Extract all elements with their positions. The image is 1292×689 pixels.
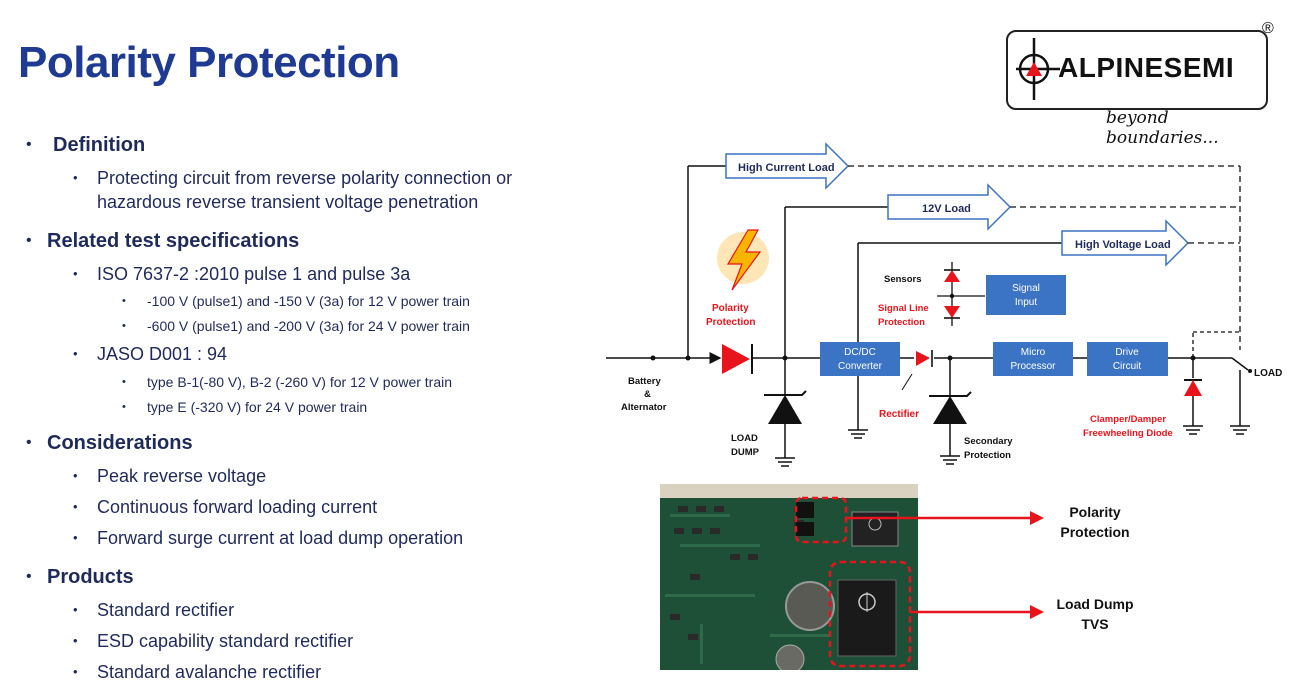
callout-line: Load Dump [1056,596,1134,612]
polarity-protection-label: Polarity [712,303,749,314]
battery-label-amp: & [644,389,651,400]
dcdc-box [820,342,900,376]
signal-input-label: Signal [1012,283,1040,294]
sensors-label: Sensors [884,274,922,285]
load-dump-tvs-icon [764,358,807,445]
product-item: Standard avalanche rectifier [97,662,322,682]
high-voltage-load-arrow [1061,219,1190,267]
bullet-dot: • [73,170,78,185]
bullet-dot: • [73,602,78,617]
high-current-load-label: High Current Load [738,162,835,174]
bullet-dot: • [26,232,32,249]
drive-circuit-box [1087,342,1168,376]
definition-text: Protecting circuit from reverse polarity… [97,168,513,188]
section-heading-products: Products [47,566,134,588]
callout-line: TVS [1081,616,1109,632]
secondary-protection-label: Secondary [964,436,1013,447]
load-dump-label: LOAD [731,433,758,444]
polarity-protection-label-line2: Protection [706,317,755,328]
clamper-diode-icon [1184,358,1202,396]
high-voltage-load-label: High Voltage Load [1075,239,1171,251]
bullet-dot: • [73,346,78,361]
registered-mark: ® [1262,20,1274,37]
pcb-photo [660,484,918,670]
diode-logo-icon [1016,38,1060,100]
12v-load-arrow [887,183,1012,231]
bullet-dot: • [73,499,78,514]
drive-circuit-label: Drive [1115,347,1139,358]
page-title: Polarity Protection [18,38,400,87]
circuit-diagram: High Current Load 12V Load High Voltage … [606,142,1282,467]
load-dump-label-line2: DUMP [731,447,760,458]
clamper-label-line2: Freewheeling Diode [1083,428,1173,439]
rectifier-diode-icon [916,350,933,367]
consideration-item: Continuous forward loading current [97,497,378,517]
bullet-dot: • [26,568,32,585]
signal-line-tvs-icon [944,269,960,319]
logo-frame: ALPINESEMI [1006,30,1268,110]
signal-line-protection-label: Signal Line [878,303,929,314]
bullet-dot: • [73,664,78,679]
spec-iso: ISO 7637-2 :2010 pulse 1 and pulse 3a [97,264,411,284]
bullet-dot: • [73,633,78,648]
callout-line: Protection [1060,524,1130,540]
signal-line-protection-label-line2: Protection [878,317,925,328]
clamper-label: Clamper/Damper [1090,414,1166,425]
consideration-item: Peak reverse voltage [97,466,267,486]
spec-jaso-sub-2: type E (-320 V) for 24 V power train [147,399,368,415]
micro-processor-box [993,342,1073,376]
callout-line: Polarity [1069,504,1121,520]
bullet-dot: • [122,320,126,332]
micro-processor-label: Micro [1021,347,1046,358]
consideration-item: Forward surge current at load dump opera… [97,528,464,548]
section-heading-considerations: Considerations [47,432,193,454]
company-logo: ALPINESEMI ® beyond boundaries... [1006,20,1278,148]
section-heading-specs: Related test specifications [47,230,300,252]
product-item: ESD capability standard rectifier [97,631,354,651]
spec-jaso-sub-1: type B-1(-80 V), B-2 (-260 V) for 12 V p… [147,374,453,390]
polarity-protection-diode-icon [722,344,753,374]
bullet-dot: • [26,434,32,451]
load-label: LOAD [1254,368,1282,379]
battery-label-line3: Alternator [621,402,667,413]
spec-iso-sub-2: -600 V (pulse1) and -200 V (3a) for 24 V… [147,318,470,334]
logo-name: ALPINESEMI [1058,52,1235,83]
dcdc-label-line2: Converter [838,361,883,372]
bullet-dot: • [73,530,78,545]
rectifier-label: Rectifier [879,409,919,420]
bullet-dot: • [122,376,126,388]
spec-iso-sub-1: -100 V (pulse1) and -150 V (3a) for 12 V… [147,293,470,309]
secondary-protection-tvs-icon [929,358,972,445]
drive-circuit-label-line2: Circuit [1113,361,1142,372]
lightning-icon [717,229,769,291]
high-current-load-arrow [725,142,850,190]
dcdc-label: DC/DC [844,347,876,358]
logo-tagline: beyond boundaries... [1106,108,1219,148]
bullet-dot: • [73,266,78,281]
load-dump-tvs-callout: Load Dump TVS [1050,594,1140,634]
secondary-protection-label-line2: Protection [964,450,1011,461]
bullet-dot: • [122,401,126,413]
bullet-dot: • [122,295,126,307]
product-item: Standard rectifier [97,600,235,620]
bullet-dot: • [26,136,32,153]
spec-jaso: JASO D001 : 94 [97,344,228,364]
definition-text-line2: hazardous reverse transient voltage pene… [97,192,479,212]
micro-processor-label-line2: Processor [1010,361,1056,372]
pcb-photo-image [660,484,918,670]
polarity-protection-callout: Polarity Protection [1050,502,1140,542]
signal-input-label-line2: Input [1015,297,1037,308]
12v-load-label: 12V Load [922,203,971,215]
bullet-dot: • [73,468,78,483]
section-heading-definition: Definition [53,134,146,156]
signal-input-box [986,275,1066,315]
battery-label: Battery [628,376,661,387]
